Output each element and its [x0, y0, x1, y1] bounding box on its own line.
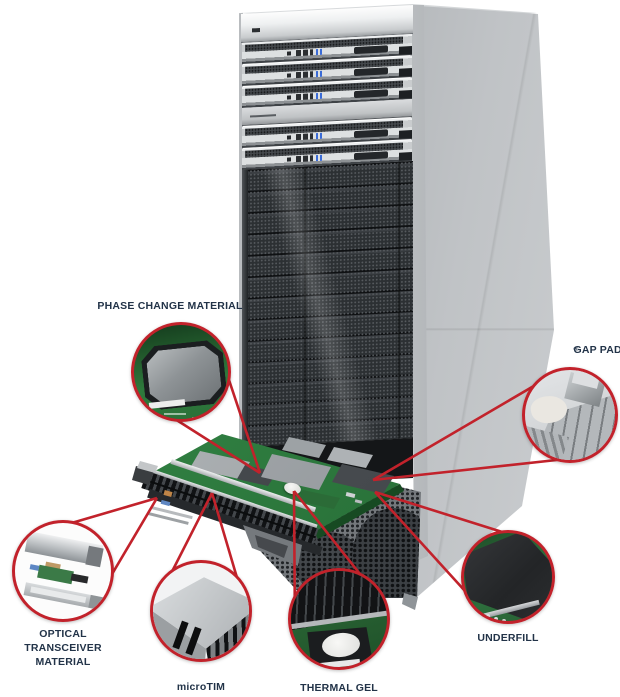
label-line-1: OPTICAL TRANSCEIVER: [24, 628, 102, 654]
silkscreen-mark: [164, 413, 186, 415]
callout-circle-thermal-gel: [288, 568, 390, 670]
label-line-2: MATERIAL: [35, 656, 91, 668]
transceiver-connector: [70, 573, 89, 584]
callout-circle-phase-change-material: [131, 322, 231, 422]
label-phase-change-material: PHASE CHANGE MATERIAL: [97, 300, 243, 312]
transceiver-pcb: [37, 564, 74, 585]
label-gap-pad: GAP PAD®: [520, 343, 620, 360]
registered-trademark-mark: ®: [573, 346, 579, 353]
label-thermal-gel: THERMAL GEL: [300, 682, 378, 694]
callout-circle-optical-transceiver: [12, 520, 114, 622]
label-microtim: microTIM: [176, 681, 226, 693]
label-gap-pad-text: GAP PAD: [573, 344, 620, 356]
silkscreen-mark: [192, 417, 205, 419]
callout-circle-gap-pad: [522, 367, 618, 463]
underfill-bead: [502, 619, 506, 621]
label-underfill: UNDERFILL: [477, 632, 539, 644]
underfill-bead: [510, 621, 514, 624]
underfill-bead: [486, 614, 490, 618]
callout-circle-underfill: [461, 530, 555, 624]
phase-change-pad: [145, 344, 222, 405]
underfill-bead: [494, 617, 498, 621]
callout-circle-microtim: [150, 560, 252, 662]
transceiver-end-cap: [85, 545, 104, 568]
transceiver-base-plate: [23, 582, 107, 611]
label-optical-transceiver-material: OPTICAL TRANSCEIVER MATERIAL: [0, 627, 126, 669]
